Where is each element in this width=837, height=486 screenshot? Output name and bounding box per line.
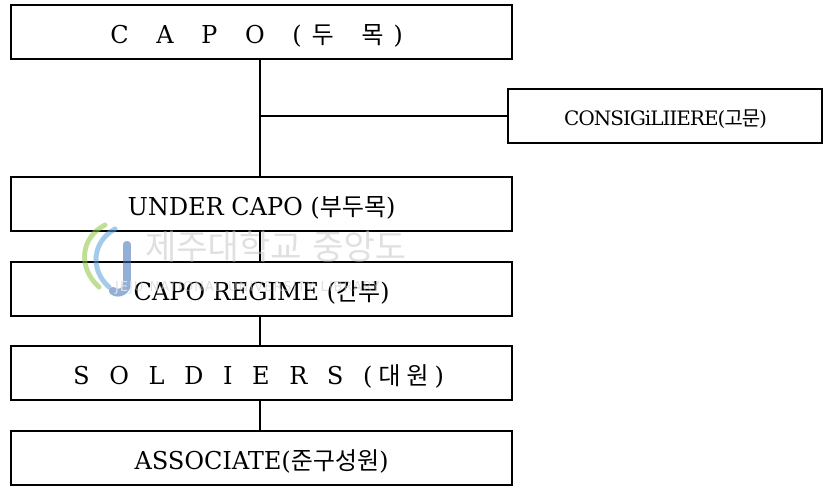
soldiers-box: S O L D I E R S (대원) <box>10 345 513 401</box>
consigliere-label: CONSIGiLIIERE(고문) <box>564 105 767 130</box>
associate-box: ASSOCIATE(준구성원) <box>10 430 513 486</box>
under-capo-box: UNDER CAPO (부두목) <box>10 176 513 232</box>
connector-soldiers-to-associate <box>259 401 261 430</box>
capo-regime-label: CAPO REGIME (간부) <box>133 277 390 306</box>
connector-capo-to-under-capo <box>259 60 261 176</box>
connector-to-consigliere <box>259 115 507 117</box>
associate-label: ASSOCIATE(준구성원) <box>134 446 389 475</box>
connector-under-capo-to-regime <box>259 232 261 261</box>
consigliere-box: CONSIGiLIIERE(고문) <box>507 88 823 144</box>
soldiers-label: S O L D I E R S (대원) <box>73 361 450 390</box>
capo-box: C A P O (두 목) <box>10 4 513 60</box>
capo-label: C A P O (두 목) <box>110 20 413 49</box>
under-capo-label: UNDER CAPO (부두목) <box>127 192 396 221</box>
capo-regime-box: CAPO REGIME (간부) <box>10 261 513 317</box>
connector-regime-to-soldiers <box>259 317 261 345</box>
